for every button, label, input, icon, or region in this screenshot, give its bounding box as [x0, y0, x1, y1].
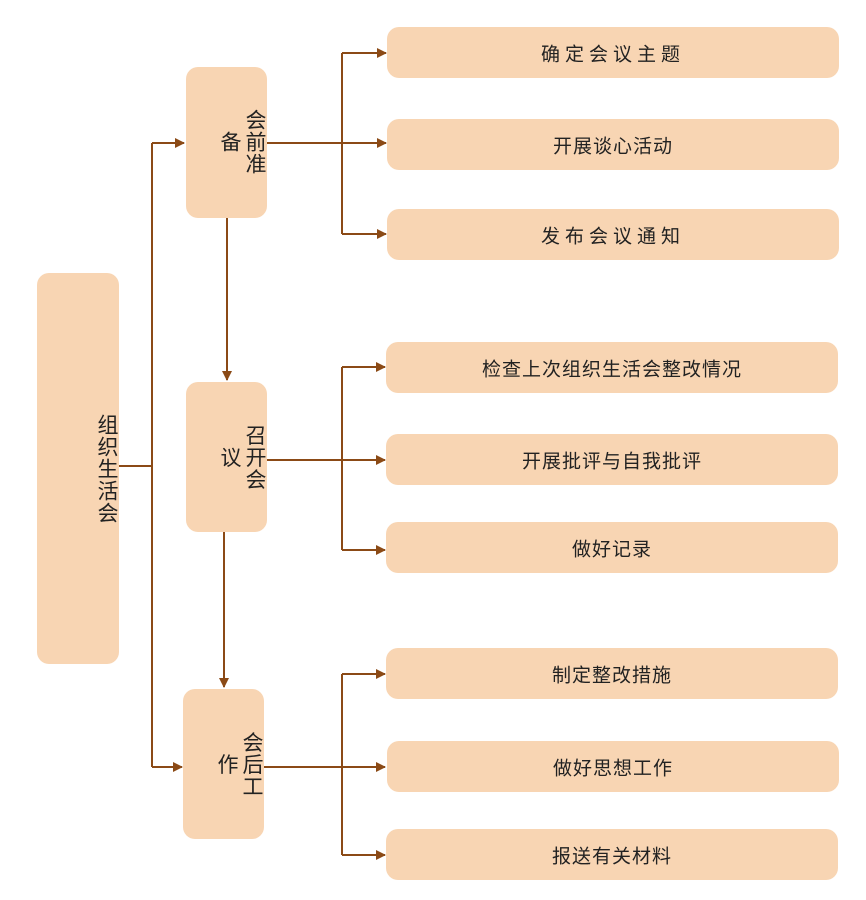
- step-node: 开展谈心活动: [387, 119, 839, 170]
- stage-node-3: 会后工作: [183, 689, 264, 839]
- step-node: 做好思想工作: [387, 741, 839, 792]
- step-label: 报送有关材料: [551, 845, 672, 867]
- step-node: 检查上次组织生活会整改情况: [386, 342, 838, 393]
- step-node: 开展批评与自我批评: [386, 434, 838, 485]
- step-node: 确定会议主题: [387, 27, 839, 78]
- step-node: 发布会议通知: [387, 209, 839, 260]
- step-label: 做好思想工作: [552, 757, 673, 779]
- root-node: 组织生活会: [37, 273, 119, 664]
- step-label: 发布会议通知: [540, 225, 685, 247]
- stage-node-1: 会前准备: [186, 67, 267, 218]
- step-label: 确定会议主题: [540, 43, 685, 65]
- stage-node-2: 召开会议: [186, 382, 267, 532]
- step-node: 制定整改措施: [386, 648, 838, 699]
- step-label: 做好记录: [571, 538, 652, 560]
- stage-label-2: 召开会议: [218, 424, 267, 490]
- step-label: 检查上次组织生活会整改情况: [481, 358, 742, 380]
- stage-label-3: 会后工作: [215, 731, 264, 797]
- step-label: 开展谈心活动: [552, 135, 673, 157]
- stage-label-1: 会前准备: [218, 109, 267, 176]
- step-label: 开展批评与自我批评: [521, 450, 702, 472]
- step-node: 做好记录: [386, 522, 838, 573]
- root-label: 组织生活会: [95, 413, 119, 524]
- step-label: 制定整改措施: [551, 664, 672, 686]
- step-node: 报送有关材料: [386, 829, 838, 880]
